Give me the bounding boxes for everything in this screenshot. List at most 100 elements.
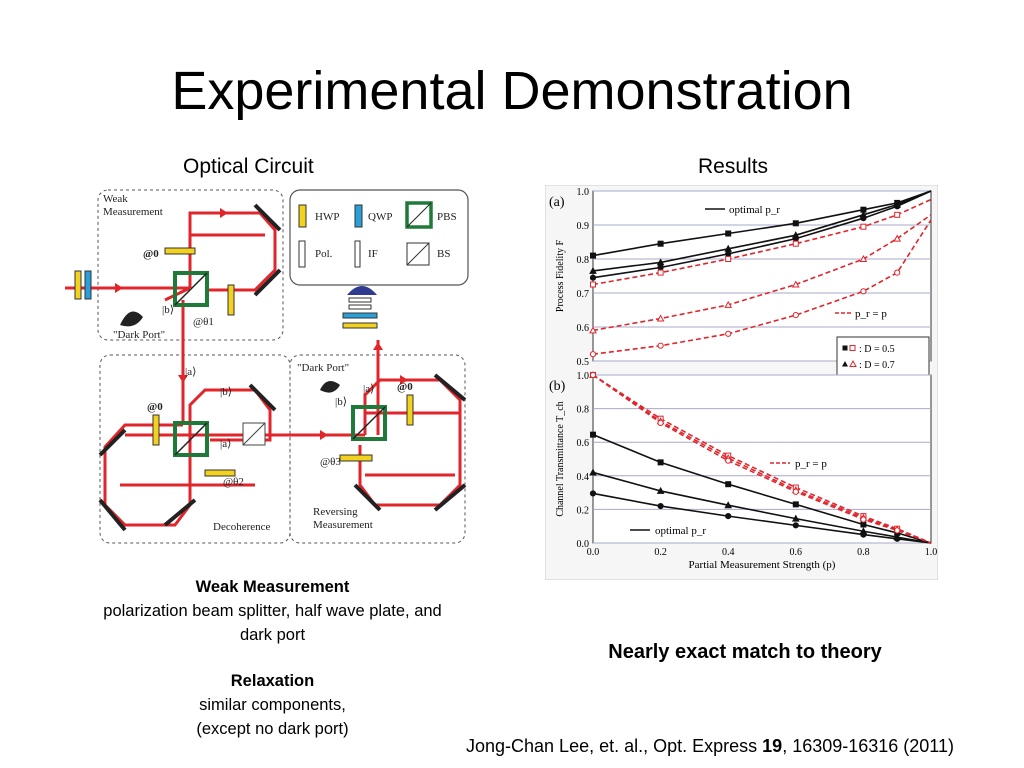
theta3-label: @θ3: [320, 456, 341, 468]
y-tick-label: 1.0: [577, 187, 590, 198]
data-point: [589, 326, 597, 334]
data-point: [657, 419, 664, 426]
data-point: [893, 234, 902, 242]
data-point: [860, 288, 867, 295]
data-point: [657, 264, 664, 271]
data-point: [791, 514, 800, 522]
data-point: [894, 535, 901, 542]
reversing-panel: [289, 354, 466, 544]
data-point: [725, 457, 732, 464]
data-point: [656, 486, 665, 494]
data-point: [589, 274, 597, 281]
data-point: [725, 256, 732, 262]
panel-label: (b): [549, 379, 566, 394]
legend-if: IF: [368, 248, 378, 260]
legend-qwp: QWP: [368, 211, 392, 223]
x-tick-label: 1.0: [925, 547, 938, 558]
data-point: [725, 250, 732, 258]
waveplates: [74, 247, 414, 477]
y-tick-label: 0.2: [577, 505, 590, 516]
data-point: [791, 280, 800, 288]
legend-entry: : D = 0.7: [859, 360, 895, 371]
legend-marker: [842, 345, 848, 351]
ket-b-label: |b⟩: [162, 304, 174, 316]
annotation-pr-p: p_r = p: [795, 458, 827, 470]
legend-panel: [289, 189, 469, 286]
ket-a-label: |a⟩: [185, 366, 196, 378]
ket-b-label: |b⟩: [220, 386, 232, 398]
y-tick-label: 0.8: [577, 405, 590, 416]
x-tick-label: 0.6: [790, 547, 803, 558]
y-tick-label: 0.0: [577, 539, 590, 550]
conclusion-text: Nearly exact match to theory: [608, 641, 882, 663]
at0-label: @0: [397, 381, 413, 393]
beam-arrows: [115, 208, 408, 440]
annotation-optimal: optimal p_r: [729, 204, 780, 216]
weak-caption-text: polarization beam splitter, half wave pl…: [103, 602, 442, 644]
at0-label: @0: [147, 401, 163, 413]
data-point: [860, 516, 867, 523]
ket-b-label: |b⟩: [335, 396, 347, 408]
legend-bs: BS: [437, 248, 450, 260]
relax-caption-text-2: (except no dark port): [196, 720, 349, 738]
legend-pbs: PBS: [437, 211, 457, 223]
relaxation-caption: Relaxation similar components, (except n…: [95, 669, 450, 741]
y-tick-label: 0.4: [577, 472, 590, 483]
citation: Jong-Chan Lee, et. al., Opt. Express 19,…: [466, 736, 954, 757]
legend-pol: Pol.: [315, 248, 333, 260]
data-point: [894, 527, 901, 534]
data-point: [792, 488, 799, 495]
data-point: [894, 203, 901, 210]
y-tick-label: 0.9: [577, 221, 590, 232]
theta1-label: @θ1: [193, 316, 214, 328]
data-point: [859, 254, 868, 262]
data-point: [894, 211, 901, 218]
data-point: [792, 312, 799, 319]
data-point: [590, 431, 596, 438]
dark-port-detector-icon: [320, 381, 340, 393]
legend-hwp: HWP: [315, 211, 339, 223]
citation-authors: Jong-Chan Lee, et. al., Opt. Express: [466, 736, 763, 756]
slide-title: Experimental Demonstration: [171, 61, 853, 121]
data-point: [590, 252, 596, 259]
panel-label: (a): [549, 195, 565, 210]
y-axis-label: Channel Transmittance T_ch: [555, 401, 566, 516]
x-axis-label: Partial Measurement Strength (p): [689, 559, 836, 571]
data-point: [589, 266, 597, 274]
dark-port-label-1: "Dark Port": [113, 329, 165, 341]
data-point: [725, 230, 732, 237]
y-tick-label: 0.6: [577, 438, 590, 449]
data-point: [657, 502, 664, 510]
y-axis-label: Process Fidelity F: [555, 239, 566, 312]
data-point: [792, 240, 799, 247]
component-legend: HWP QWP PBS Pol. IF BS: [298, 201, 457, 268]
y-tick-label: 0.7: [577, 289, 590, 300]
data-point: [657, 269, 664, 276]
plot-area: [592, 190, 932, 362]
data-point: [589, 371, 597, 379]
data-point: [860, 215, 867, 222]
theta2-label: @θ2: [223, 476, 244, 488]
results-chart: 0.50.60.70.80.91.0(a)Process Fidelity Fo…: [545, 185, 938, 580]
data-point: [589, 490, 597, 497]
mirrors: [98, 203, 467, 532]
weak-measurement-panel: [97, 189, 284, 341]
data-point: [860, 223, 867, 230]
x-tick-label: 0.0: [587, 547, 600, 558]
at0-label: @0: [143, 248, 159, 260]
data-point: [589, 351, 597, 358]
relax-caption-title: Relaxation: [230, 672, 315, 690]
legend-marker: [849, 345, 856, 351]
data-point: [792, 501, 799, 508]
pbs-cubes: [173, 271, 387, 457]
data-point: [724, 501, 733, 509]
data-point: [792, 220, 799, 227]
ket-a-label: |a⟩: [220, 438, 231, 450]
data-point: [894, 269, 901, 276]
annotation-optimal: optimal p_r: [655, 525, 706, 537]
data-point: [724, 300, 733, 308]
weak-measurement-caption: Weak Measurement polarization beam split…: [95, 575, 450, 647]
